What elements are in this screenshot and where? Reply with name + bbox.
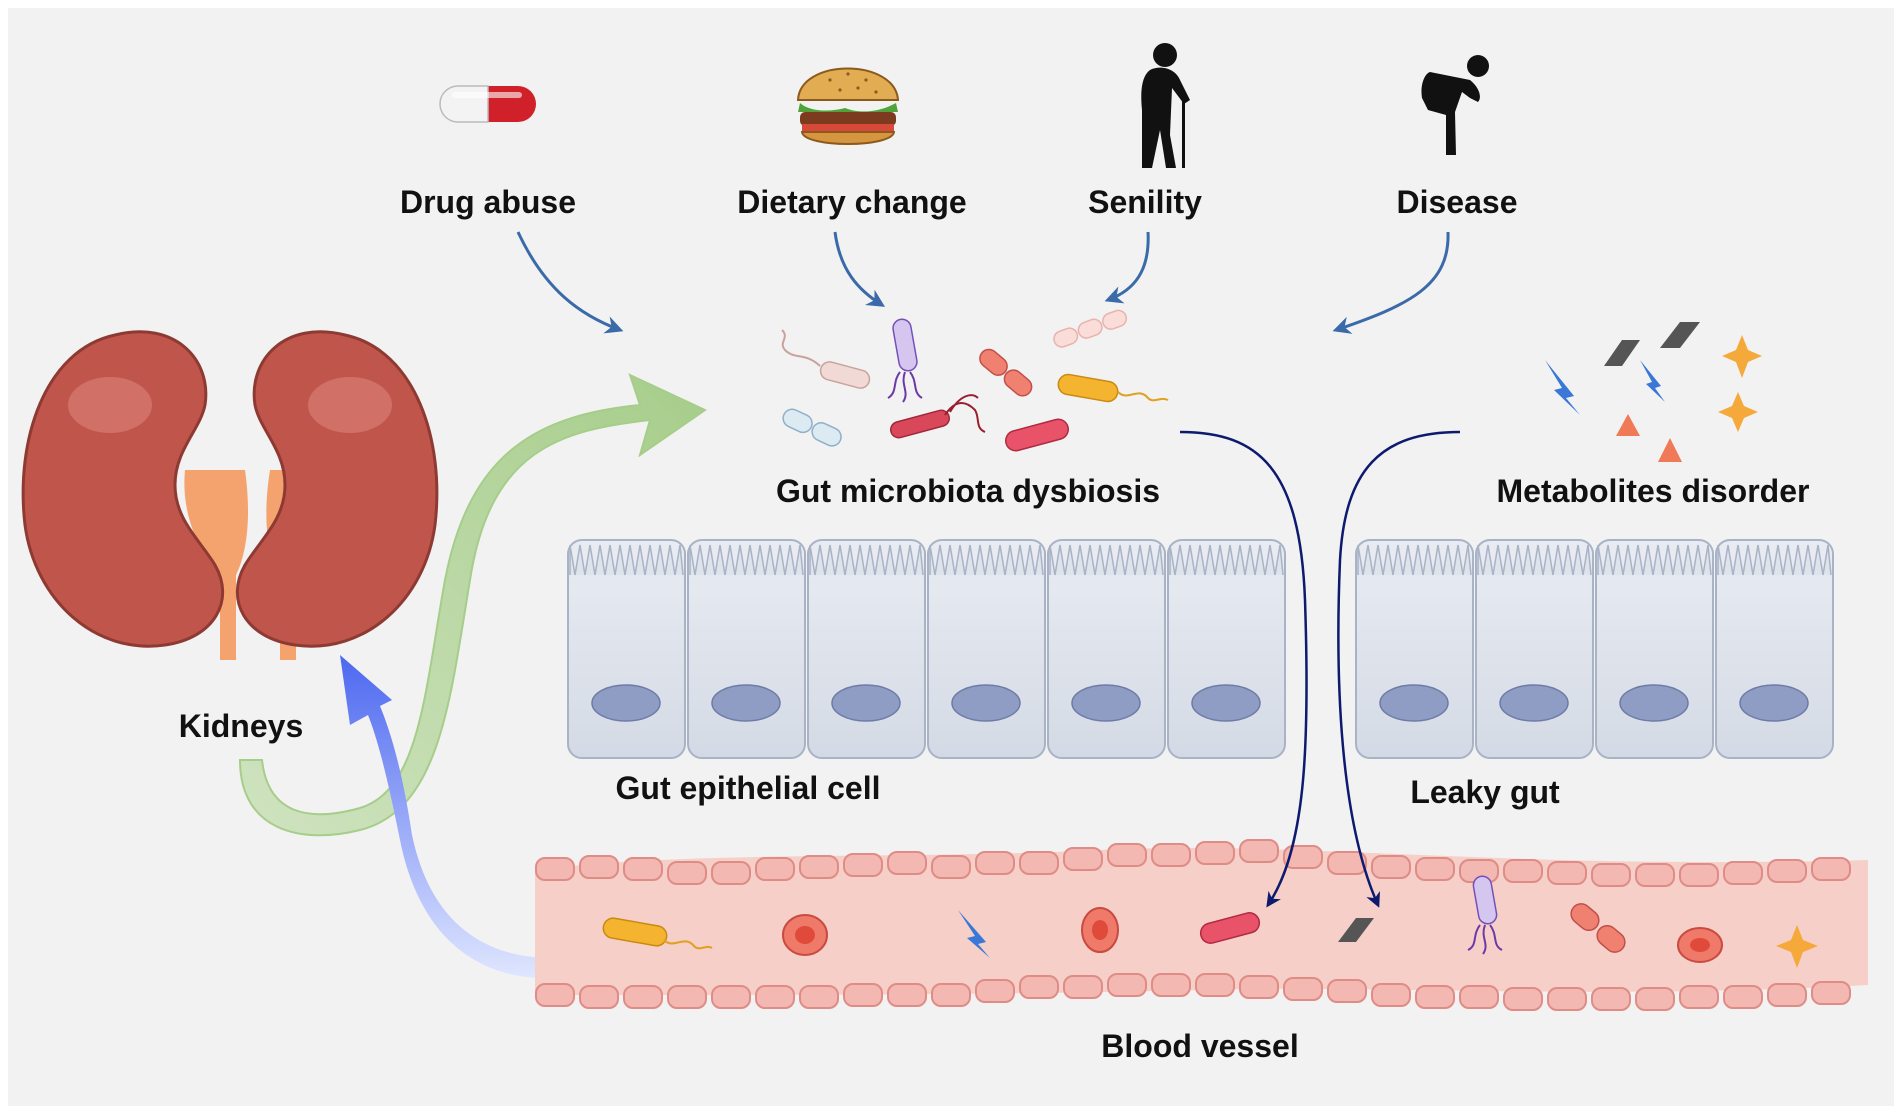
burger-icon — [796, 67, 900, 145]
lightning-icon — [1640, 360, 1665, 402]
parallelogram-icon — [1660, 322, 1700, 348]
label-leaky-gut: Leaky gut — [1410, 774, 1560, 810]
star-icon — [1722, 335, 1762, 378]
parallelogram-icon — [1604, 340, 1640, 366]
kidney-to-gut-arrow — [238, 373, 708, 837]
translocation-arrows — [1179, 430, 1461, 908]
triangle-icon — [1616, 414, 1640, 436]
blood-vessel — [535, 839, 1868, 1011]
senility-arrow — [1104, 231, 1150, 304]
bacteria-cluster — [781, 309, 1169, 452]
label-disease: Disease — [1396, 184, 1518, 220]
label-blood-vessel: Blood vessel — [1101, 1028, 1299, 1064]
label-drug-abuse: Drug abuse — [399, 184, 577, 220]
disease-arrow — [1332, 231, 1450, 334]
label-kidneys: Kidneys — [178, 708, 304, 744]
pill-icon — [439, 85, 536, 123]
metabolites-cluster — [1545, 322, 1762, 462]
elderly-person-icon — [1141, 43, 1190, 168]
label-gut-microbiota-dysbiosis: Gut microbiota dysbiosis — [775, 473, 1161, 509]
diet-arrow — [833, 231, 886, 307]
sick-person-icon — [1421, 55, 1489, 155]
drug-arrow — [516, 231, 624, 334]
label-metabolites-disorder: Metabolites disorder — [1496, 473, 1810, 509]
kidneys-illustration — [21, 330, 439, 660]
label-gut-epithelial-cell: Gut epithelial cell — [615, 770, 881, 806]
cause-arrows — [516, 231, 1450, 334]
gut-epithelium-intact — [567, 539, 1286, 759]
label-dietary-change: Dietary change — [737, 184, 967, 220]
lightning-icon — [1545, 360, 1580, 415]
blood-to-kidney-arrow — [340, 655, 545, 978]
star-icon — [1718, 392, 1758, 432]
label-senility: Senility — [1088, 184, 1202, 220]
triangle-icon — [1658, 438, 1682, 462]
